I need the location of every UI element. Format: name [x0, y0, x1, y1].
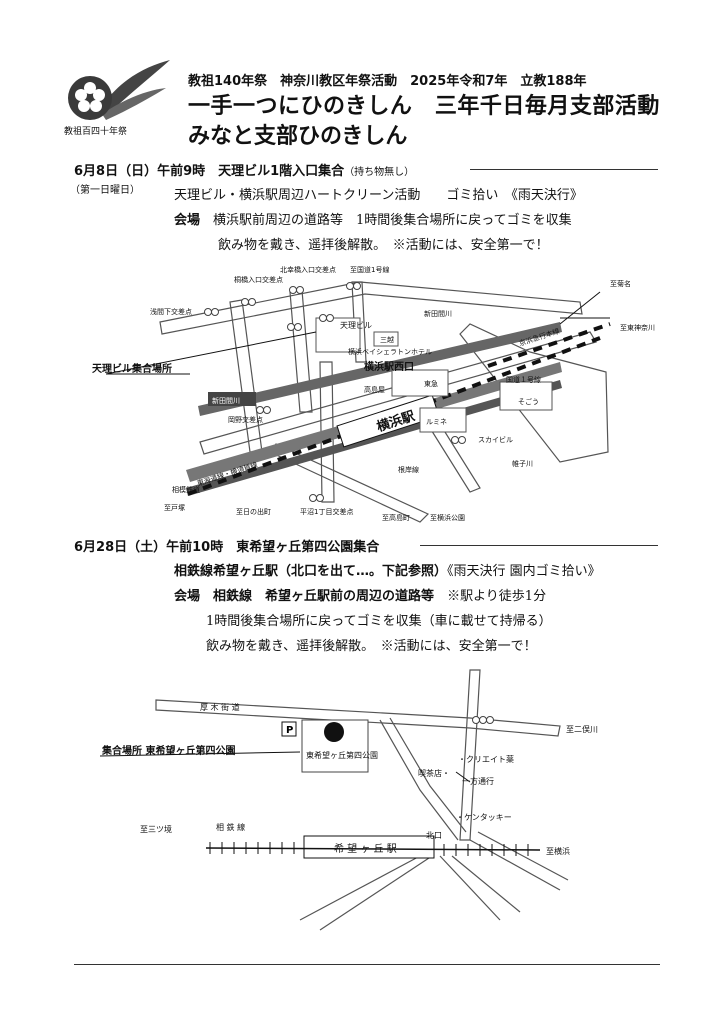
divider [470, 169, 658, 170]
label-lumine: ルミネ [426, 418, 447, 426]
parking-icon: P [286, 725, 293, 736]
label-kfc: ・ケンタッキー [456, 813, 512, 822]
label-meeting-point: 天理ビル集合場所 [92, 362, 172, 375]
event1-line3: 飲み物を戴き、遥拝後解散。 ※活動には、安全第一で！ [218, 238, 549, 253]
label-yokohamakoen: 至横浜公園 [430, 513, 465, 522]
footer-divider [74, 964, 660, 965]
event2-venue: 相鉄線 希望ヶ丘駅前の周辺の道路等 [213, 589, 435, 604]
label-kissa: 喫茶店・ [418, 768, 450, 778]
label-kuramae: 桐橋入口交差点 [234, 275, 283, 284]
label-yokohama: 至横浜 [546, 846, 570, 856]
event1-venue: 横浜駅前周辺の道路等 1時間後集合場所に戻ってゴミを収集 [213, 213, 572, 228]
label-meeting-point: 集合場所 東希望ヶ丘第四公園 [101, 744, 235, 757]
label-totsuka: 至戸塚 [164, 503, 185, 512]
branch-title: みなと支部ひのきしん [188, 124, 408, 149]
event1-heading-note: （持ち物無し） [344, 167, 415, 178]
header-title: 一手一つにひのきしん 三年千日毎月支部活動 [188, 94, 660, 119]
event2-line2: 会場 相鉄線 希望ヶ丘駅前の周辺の道路等 ※駅より徒歩1分 [174, 585, 546, 604]
label-hiranuma: 平沼1丁目交差点 [300, 507, 353, 516]
kibogaoka-map: P 厚 木 街 道 至二俣川 集合場所 東希望ヶ丘第四公園 東希望ヶ丘第四公園 … [99, 669, 598, 931]
label-hinode: 至日の出町 [236, 507, 271, 516]
event2-line1: 相鉄線希望ヶ丘駅（北口を出て…。下記参照）《雨天決行 園内ゴミ拾い》 [174, 560, 601, 579]
label-negishi: 根岸線 [398, 465, 419, 474]
event1-heading: 6月8日（日）午前9時 天理ビル1階入口集合（持ち物無し） [74, 160, 414, 179]
event2-walk: ※駅より徒歩1分 [447, 589, 547, 604]
label-tokyu: 東急 [424, 379, 438, 388]
event2-line3: 1時間後集合場所に戻ってゴミを収集（車に載せて持帰る） [206, 614, 552, 629]
label-park: 東希望ヶ丘第四公園 [306, 750, 378, 760]
label-shintaguchi: 新田間川 [424, 309, 452, 318]
logo-caption: 教祖百四十年祭 [64, 127, 128, 137]
divider [420, 545, 658, 546]
label-skybuild: スカイビル [478, 435, 513, 444]
label-kokudo: 国道１号線 [506, 375, 541, 384]
yokohama-station-map: 桐橋入口交差点 北幸橋入口交差点 至国道1号線 至菊名 浅間下交差点 新田間川 … [92, 265, 655, 523]
label-sotetsu: 相模鉄道 [172, 485, 200, 494]
event2-venue-label: 会場 [174, 589, 201, 604]
event2-weather: 《雨天決行 園内ゴミ拾い》 [447, 564, 601, 579]
label-kitaguchi: 北口 [426, 831, 442, 840]
label-okano: 岡野交差点 [228, 415, 263, 424]
label-kokudo1: 至国道1号線 [350, 265, 389, 274]
label-kitasaiwai: 北幸橋入口交差点 [280, 265, 336, 274]
header-subtitle: 教祖140年祭 神奈川教区年祭活動 2025年令和7年 立教188年 [188, 74, 587, 89]
event1-heading-text: 6月8日（日）午前9時 天理ビル1階入口集合 [74, 164, 345, 179]
label-create: ・クリエイト薬 [458, 754, 514, 764]
label-katabira: 帷子川 [512, 459, 533, 468]
label-oneway: 一方通行 [462, 776, 494, 786]
label-futamata: 至二俣川 [566, 725, 598, 734]
event1-line1: 天理ビル・横浜駅周辺ハートクリーン活動 ゴミ拾い 《雨天決行》 [174, 188, 583, 203]
label-mitsukyo: 至三ツ境 [140, 824, 172, 834]
event1-sub: （第一日曜日） [70, 185, 140, 196]
label-tenri: 天理ビル [340, 321, 372, 330]
emblem-logo [68, 60, 170, 120]
event2-station: 相鉄線希望ヶ丘駅（北口を出て…。下記参照） [174, 564, 448, 579]
label-asama: 浅間下交差点 [150, 307, 192, 316]
label-bayhotel: 横浜ベイシェラトンホテル [348, 347, 432, 356]
label-kikuna: 至菊名 [610, 279, 631, 288]
label-higashikanagawa: 至東神奈川 [620, 323, 655, 332]
event2-line4: 飲み物を戴き、遥拝後解散。 ※活動には、安全第一で！ [206, 639, 537, 654]
label-takashimaya: 高島屋 [364, 385, 385, 394]
label-station: 希 望 ヶ 丘 駅 [334, 842, 397, 855]
label-sogo: そごう [518, 397, 539, 406]
label-atsugi: 厚 木 街 道 [200, 702, 240, 712]
event1-venue-label: 会場 [174, 213, 201, 228]
label-mitsukoshi: 三越 [380, 335, 394, 344]
event1-line2: 会場 横浜駅前周辺の道路等 1時間後集合場所に戻ってゴミを収集 [174, 209, 572, 228]
label-nishiguchi: 横浜駅西口 [364, 360, 414, 373]
label-takashimacho: 至高島町 [382, 513, 410, 522]
label-sotetsu: 相 鉄 線 [216, 822, 245, 832]
label-shintaguchi2: 新田間川 [212, 396, 240, 405]
event2-heading: 6月28日（土）午前10時 東希望ヶ丘第四公園集合 [74, 540, 380, 555]
